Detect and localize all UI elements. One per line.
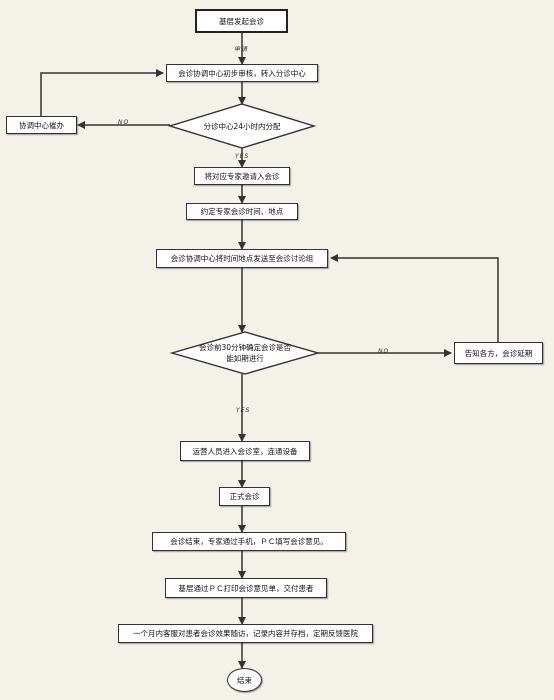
confirm-decision-label-2: 能如期进行 — [226, 354, 264, 363]
send-info-node: 会诊协调中心将时间地点发送至会诊讨论组 — [156, 249, 328, 268]
followup-node: 一个月内客服对患者会诊效果随访，记录内容并存档，定期反馈医院 — [118, 624, 373, 643]
schedule-label: 约定专家会诊时间、地点 — [200, 207, 284, 216]
opinion-node: 会诊结束，专家通过手机，ＰＣ填写会诊意见。 — [152, 532, 346, 551]
triage-decision-node: 分诊中心24小时内分配 — [170, 104, 314, 148]
start-label: 基层发起会诊 — [219, 16, 264, 26]
edge-label-no-1: NO — [118, 119, 130, 126]
edge-label-yes-2: YES — [236, 407, 251, 414]
invite-expert-node: 将对应专家邀请入会诊 — [194, 167, 290, 185]
confirm-decision-node: 会诊前30分钟确定会诊是否 能如期进行 — [172, 332, 318, 374]
edge-urge-loop — [40, 69, 164, 116]
end-node: 结束 — [227, 668, 262, 692]
print-node: 基层通过ＰＣ打印会诊意见单，交付患者 — [165, 578, 327, 598]
staff-enter-node: 运营人员进入会诊室，连通设备 — [180, 441, 310, 461]
triage-diamond-shape — [167, 103, 317, 149]
urge-node: 协调中心催办 — [6, 116, 77, 134]
schedule-node: 约定专家会诊时间、地点 — [186, 203, 298, 220]
initial-review-node: 会诊协调中心初步审核，转入分诊中心 — [166, 64, 318, 82]
confirm-diamond-shape — [169, 331, 321, 375]
initial-review-label: 会诊协调中心初步审核，转入分诊中心 — [178, 68, 306, 78]
end-label: 结束 — [237, 675, 252, 685]
invite-expert-label: 将对应专家邀请入会诊 — [204, 171, 280, 181]
formal-consult-node: 正式会诊 — [219, 487, 270, 506]
notify-delay-label: 告知各方，会诊延期 — [464, 348, 533, 358]
opinion-label: 会诊结束，专家通过手机，ＰＣ填写会诊意见。 — [170, 537, 328, 546]
send-info-label: 会诊协调中心将时间地点发送至会诊讨论组 — [170, 254, 314, 263]
confirm-decision-label-1: 会诊前30分钟确定会诊是否 — [198, 343, 292, 352]
staff-enter-label: 运营人员进入会诊室，连通设备 — [192, 446, 298, 456]
start-node: 基层发起会诊 — [195, 9, 288, 33]
edge-notify-loop — [330, 254, 499, 342]
formal-consult-label: 正式会诊 — [229, 492, 260, 501]
edge-label-no-2: NO — [378, 348, 390, 355]
edge-label-yes-1: YES — [235, 153, 250, 160]
urge-label: 协调中心催办 — [19, 120, 64, 130]
edge-label-apply: 申请 — [234, 46, 249, 53]
print-label: 基层通过ＰＣ打印会诊意见单，交付患者 — [178, 583, 314, 593]
followup-label: 一个月内客服对患者会诊效果随访，记录内容并存档，定期反馈医院 — [133, 629, 358, 638]
triage-decision-label: 分诊中心24小时内分配 — [203, 121, 281, 131]
notify-delay-node: 告知各方，会诊延期 — [454, 342, 543, 364]
